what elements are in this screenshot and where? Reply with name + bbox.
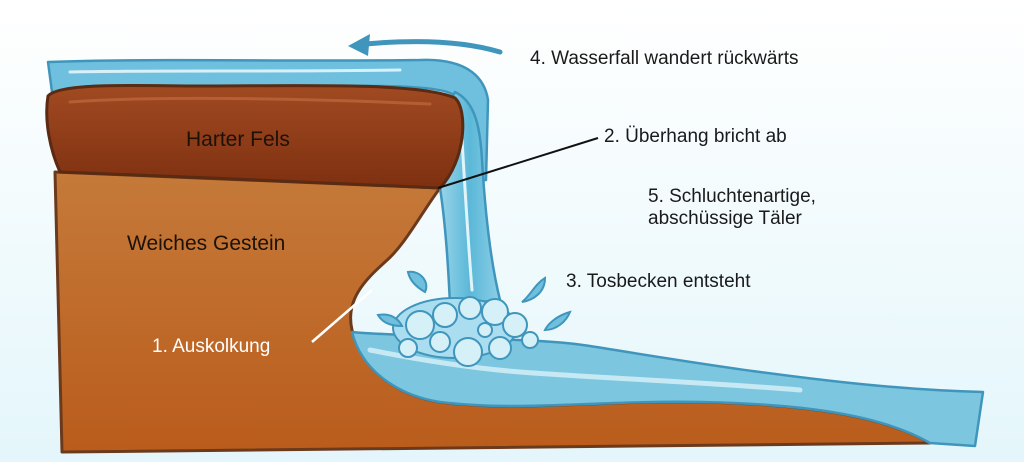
label-step5-line1: 5. Schluchtenartige, bbox=[648, 186, 816, 207]
splash-droplets bbox=[376, 270, 572, 332]
label-step4: 4. Wasserfall wandert rückwärts bbox=[530, 48, 799, 69]
splash-foam bbox=[392, 296, 539, 367]
label-step2: 2. Überhang bricht ab bbox=[604, 126, 787, 147]
label-step3: 3. Tosbecken entsteht bbox=[566, 271, 751, 292]
label-step5-line2: abschüssige Täler bbox=[648, 208, 803, 229]
waterfall-streak bbox=[460, 138, 474, 292]
label-step1: 1. Auskolkung bbox=[152, 336, 270, 357]
leader-line-step1 bbox=[311, 289, 373, 343]
pool-highlight bbox=[367, 347, 803, 393]
top-river-highlight bbox=[68, 68, 402, 74]
hard-rock-layer bbox=[45, 83, 465, 190]
leader-line-step2 bbox=[437, 137, 599, 189]
label-hard-rock: Harter Fels bbox=[186, 128, 290, 151]
retreat-arrow bbox=[348, 34, 503, 56]
label-soft-rock: Weiches Gestein bbox=[127, 232, 285, 255]
hard-rock-highlight bbox=[68, 96, 432, 106]
